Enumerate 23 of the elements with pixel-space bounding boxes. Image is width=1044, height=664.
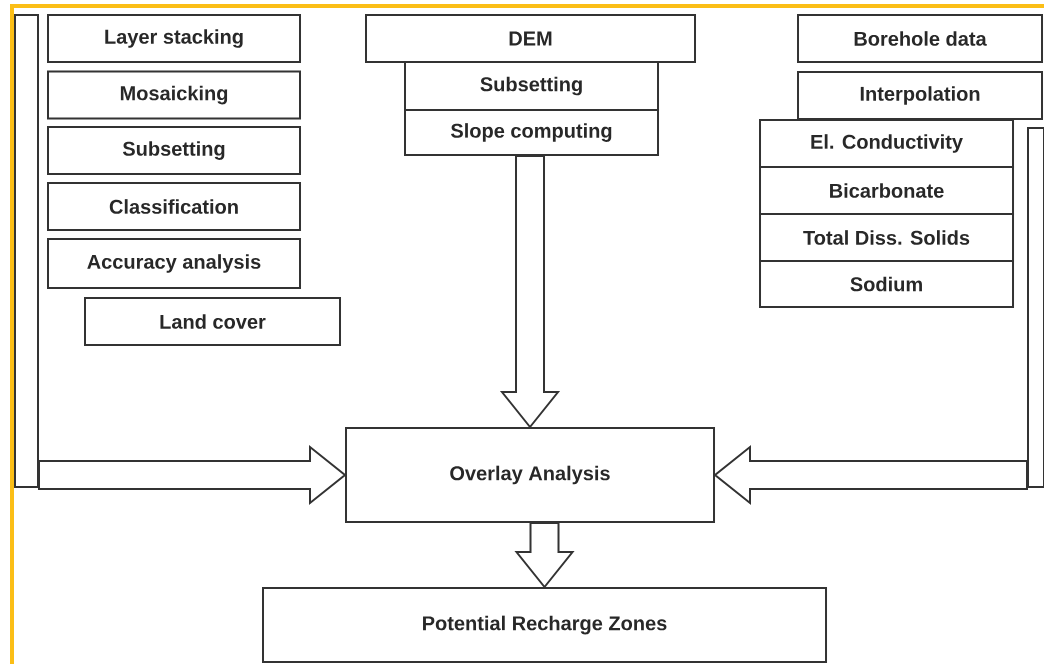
- process-box: Sodium: [759, 260, 1014, 308]
- process-box: Bicarbonate: [759, 166, 1014, 215]
- process-box: Slope computing: [404, 109, 659, 156]
- process-box: Classification: [47, 182, 301, 231]
- block-arrow: [38, 444, 347, 506]
- block-arrow: [713, 444, 1028, 506]
- vertical-bar: [14, 14, 39, 488]
- process-box: Overlay Analysis: [345, 427, 715, 523]
- process-box: Borehole data: [797, 14, 1043, 63]
- process-box: Total Diss. Solids: [759, 213, 1014, 262]
- process-box: El. Conductivity: [759, 119, 1014, 168]
- process-box: Accuracy analysis: [47, 238, 301, 289]
- block-arrow: [499, 155, 561, 429]
- process-box: Layer stacking: [47, 14, 301, 63]
- process-box: Mosaicking: [47, 70, 301, 120]
- process-box: Potential Recharge Zones: [262, 587, 827, 663]
- process-box: Land cover: [84, 297, 341, 346]
- vertical-bar: [1027, 127, 1044, 488]
- process-box: Interpolation: [797, 71, 1043, 120]
- process-box: DEM: [365, 14, 696, 63]
- block-arrow: [514, 522, 575, 589]
- process-box: Subsetting: [47, 126, 301, 175]
- process-box: Subsetting: [404, 61, 659, 111]
